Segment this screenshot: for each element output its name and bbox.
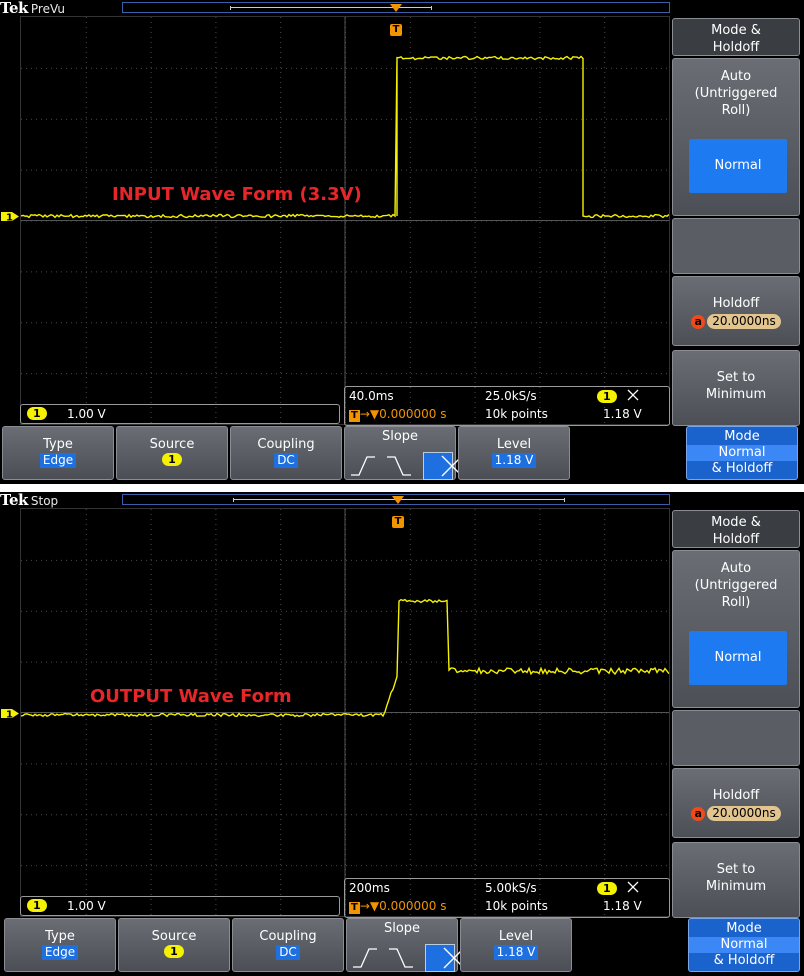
- rising-edge-icon[interactable]: [351, 945, 379, 971]
- record-length: 10k points: [485, 899, 548, 913]
- volts-per-div: 1.00 V: [67, 899, 106, 913]
- waveform-display: [20, 16, 670, 425]
- trigger-position-icon: T: [349, 902, 360, 914]
- normal-mode-button[interactable]: Normal: [689, 139, 787, 193]
- trigger-level-button[interactable]: Level1.18 V: [460, 918, 572, 972]
- rising-edge-icon[interactable]: [349, 453, 377, 479]
- trigger-slope-button[interactable]: Slope: [346, 918, 458, 972]
- trigger-position-arrow[interactable]: [390, 4, 402, 12]
- scope-panel-input: TekPreVu T 1 INPUT Wave Form (3.3V) 1 1.…: [0, 0, 804, 484]
- holdoff-value: 20.0000ns: [707, 314, 780, 329]
- svg-text:1: 1: [6, 710, 13, 721]
- trigger-source-button[interactable]: Source1: [116, 426, 228, 480]
- side-menu-title: Mode & Holdoff: [672, 510, 800, 548]
- volts-per-div: 1.00 V: [67, 407, 106, 421]
- svg-text:1: 1: [6, 213, 13, 224]
- acquisition-readout[interactable]: 200ms 5.00kS/s 1 T→▼0.000000 s 10k point…: [344, 878, 670, 918]
- holdoff-button[interactable]: Holdoff a20.0000ns: [672, 276, 800, 346]
- trigger-position-icon: T: [349, 410, 360, 422]
- dual-edge-icon: [626, 881, 642, 893]
- channel1-chip: 1: [27, 407, 47, 420]
- auto-mode-button[interactable]: Auto (Untriggered Roll) Normal: [672, 550, 800, 708]
- sample-rate: 25.0kS/s: [485, 389, 537, 403]
- falling-edge-icon[interactable]: [387, 945, 415, 971]
- trigger-type-button[interactable]: TypeEdge: [4, 918, 116, 972]
- falling-edge-icon[interactable]: [385, 453, 413, 479]
- either-edge-selected[interactable]: [423, 452, 453, 480]
- trigger-source-button[interactable]: Source1: [118, 918, 230, 972]
- channel-scale-readout[interactable]: 1 1.00 V: [20, 404, 340, 424]
- trigger-coupling-button[interactable]: CouplingDC: [232, 918, 344, 972]
- trigger-readout: 1: [597, 389, 642, 403]
- channel1-chip: 1: [27, 899, 47, 912]
- graticule: [21, 509, 669, 916]
- trigger-position: T→▼0.000000 s: [349, 407, 446, 422]
- trigger-position: T→▼0.000000 s: [349, 899, 446, 914]
- auto-mode-button[interactable]: Auto (Untriggered Roll) Normal: [672, 58, 800, 216]
- brand-status: TekPreVu: [0, 0, 65, 16]
- channel1-ground-marker[interactable]: 1: [0, 210, 20, 223]
- mode-holdoff-button[interactable]: Mode Normal & Holdoff: [688, 918, 800, 972]
- trigger-type-button[interactable]: TypeEdge: [2, 426, 114, 480]
- either-edge-selected[interactable]: [425, 944, 455, 972]
- side-menu-spacer: [672, 710, 800, 766]
- wave-annotation: INPUT Wave Form (3.3V): [112, 184, 362, 205]
- set-to-minimum-button[interactable]: Set to Minimum: [672, 350, 800, 426]
- trigger-coupling-button[interactable]: CouplingDC: [230, 426, 342, 480]
- time-per-div: 40.0ms: [349, 389, 394, 403]
- side-menu: Mode & Holdoff Auto (Untriggered Roll) N…: [672, 510, 802, 918]
- trigger-level-readout: 1.18 V: [603, 407, 642, 421]
- trigger-readout: 1: [597, 881, 642, 895]
- set-to-minimum-button[interactable]: Set to Minimum: [672, 842, 800, 918]
- normal-mode-button[interactable]: Normal: [689, 631, 787, 685]
- side-menu: Mode & Holdoff Auto (Untriggered Roll) N…: [672, 18, 802, 426]
- trigger-position-arrow[interactable]: [392, 496, 404, 504]
- side-menu-title: Mode & Holdoff: [672, 18, 800, 56]
- bottom-menu: TypeEdge Source1 CouplingDC Slope Level1…: [0, 918, 804, 974]
- waveform-display: [20, 508, 670, 917]
- trigger-level-readout: 1.18 V: [603, 899, 642, 913]
- bottom-menu: TypeEdge Source1 CouplingDC Slope Level1…: [0, 426, 804, 482]
- channel1-ground-marker[interactable]: 1: [0, 707, 20, 720]
- channel-scale-readout[interactable]: 1 1.00 V: [20, 896, 340, 916]
- holdoff-button[interactable]: Holdoff a20.0000ns: [672, 768, 800, 838]
- trigger-level-button[interactable]: Level1.18 V: [458, 426, 570, 480]
- side-menu-spacer: [672, 218, 800, 274]
- trigger-slope-button[interactable]: Slope: [344, 426, 456, 480]
- scope-panel-output: TekStop T 1 OUTPUT Wave Form 1 1.00 V 20…: [0, 492, 804, 976]
- multipurpose-knob-a-icon: a: [691, 807, 705, 821]
- acquisition-readout[interactable]: 40.0ms 25.0kS/s 1 T→▼0.000000 s 10k poin…: [344, 386, 670, 426]
- record-length: 10k points: [485, 407, 548, 421]
- sample-rate: 5.00kS/s: [485, 881, 537, 895]
- multipurpose-knob-a-icon: a: [691, 315, 705, 329]
- brand-status: TekStop: [0, 492, 58, 508]
- dual-edge-icon: [626, 389, 642, 401]
- holdoff-value: 20.0000ns: [707, 806, 780, 821]
- wave-annotation: OUTPUT Wave Form: [90, 686, 292, 707]
- graticule: [21, 17, 669, 424]
- time-per-div: 200ms: [349, 881, 390, 895]
- mode-holdoff-button[interactable]: Mode Normal & Holdoff: [686, 426, 798, 480]
